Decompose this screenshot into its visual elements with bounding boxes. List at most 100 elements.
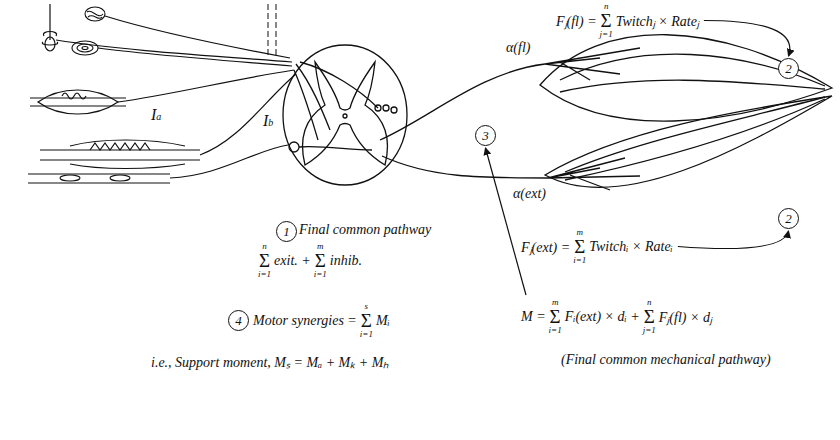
formula: Motor synergies =sΣi=1Mᵢ	[252, 302, 391, 339]
callout-text: 2	[785, 62, 792, 75]
formula: M =mΣi=1Fᵢ(ext) × dᵢ +nΣj=1Fⱼ(fl) × dⱼ	[520, 298, 713, 335]
golgi-tendon-organ	[40, 150, 200, 160]
muscle-fibres	[110, 175, 130, 181]
flexor-muscle	[560, 54, 825, 92]
afferent-fibre	[200, 74, 296, 155]
afferent-fibre	[170, 145, 288, 178]
formula: nΣi=1exit. +mΣi=1inhib.	[256, 242, 363, 279]
formula-text: M =	[520, 309, 547, 325]
afferent-fibre	[118, 70, 294, 102]
summation: mΣi=1	[549, 298, 562, 335]
nerve-label: Ib	[262, 112, 274, 130]
motor-axon	[380, 64, 545, 140]
spinal-cord	[294, 62, 378, 140]
nerve-label: Ia	[150, 106, 162, 124]
sigma-sign: Σ	[259, 251, 270, 270]
formula-text: Fⱼ(fl) × dⱼ	[658, 307, 713, 326]
extensor-muscle	[565, 97, 825, 180]
extensor-muscle	[545, 96, 832, 187]
muscle-spindle	[38, 90, 118, 114]
spinal-cord	[283, 45, 407, 185]
receptor-hair	[42, 4, 57, 51]
formula: Final common pathway	[298, 222, 432, 238]
sigma-sign: Σ	[361, 311, 372, 330]
formula-text: exit. +	[273, 253, 312, 269]
afferent-fibre	[56, 16, 296, 178]
formula: Fⱼ(fl) =nΣj=1Twitchⱼ × Rateⱼ	[555, 2, 700, 39]
receptor-meissner	[87, 11, 103, 18]
sigma-sign: Σ	[550, 307, 561, 326]
leader-arrow	[704, 21, 790, 57]
spinal-cord	[283, 45, 407, 185]
summation: nΣi=1	[258, 242, 271, 279]
formula-text: Mᵢ	[375, 313, 391, 329]
golgi-tendon-organ	[90, 143, 150, 150]
summation: nΣj=1	[643, 298, 656, 335]
lower-limit: j=1	[600, 30, 613, 39]
callout-number: 2	[778, 58, 799, 79]
lower-limit: i=1	[314, 270, 327, 279]
muscle-fibres	[60, 175, 80, 181]
formula-text: α(ext)	[512, 186, 547, 202]
callout-text: 2	[785, 212, 792, 225]
sigma-sign: Σ	[574, 237, 585, 256]
lower-limit: j=1	[643, 326, 656, 335]
callout-number: 4	[228, 310, 249, 331]
formula-text: Final common pathway	[298, 222, 432, 238]
callout-text: 1	[283, 225, 290, 238]
callout-number: 3	[475, 125, 496, 146]
afferent-fibre	[98, 48, 292, 66]
formula-text: Twitchⱼ × Rateⱼ	[615, 11, 700, 30]
motor-axon	[382, 156, 548, 178]
muscle-spindle	[30, 90, 126, 114]
spinal-cord	[391, 107, 397, 113]
upper-limit: m	[317, 242, 324, 251]
lower-limit: i=1	[549, 326, 562, 335]
formula: (Final common mechanical pathway)	[560, 352, 772, 368]
golgi-tendon-organ	[40, 140, 200, 169]
lower-limit: i=1	[360, 330, 373, 339]
leader-arrow	[486, 148, 527, 295]
spinal-cord	[343, 114, 347, 118]
receptor-meissner	[85, 7, 105, 21]
formula: α(ext)	[512, 186, 547, 202]
summation: mΣi=1	[314, 242, 327, 279]
callout-number: 1	[276, 221, 297, 242]
receptor-hair	[45, 37, 55, 51]
dorsal-root-mark	[268, 4, 276, 56]
muscle-fibres	[28, 174, 170, 183]
spinal-cord	[375, 105, 381, 111]
callout-text: 4	[235, 314, 242, 327]
formula-text: Fⱼ(ext) =	[520, 237, 571, 256]
lower-limit: i=1	[258, 270, 271, 279]
callout-text: 3	[482, 129, 489, 142]
upper-limit: n	[604, 2, 609, 11]
motor-axon	[380, 48, 640, 190]
sigma-sign: Σ	[601, 11, 612, 30]
formula: Ia	[150, 106, 162, 124]
formula: i.e., Support moment, Mₛ = Mₐ + Mₖ + Mₕ	[150, 352, 390, 371]
muscle-spindle	[62, 93, 86, 99]
formula-text: Fᵢ(ext) × dᵢ +	[564, 309, 641, 325]
extensor-muscle	[545, 96, 832, 187]
muscle-spindle	[30, 98, 126, 106]
formula: Fⱼ(ext) =mΣi=1Twitchᵢ × Rateᵢ	[520, 228, 674, 265]
receptor-meissner	[85, 7, 105, 21]
receptor-hair	[49, 4, 50, 40]
summation: nΣj=1	[600, 2, 613, 39]
lower-limit: i=1	[573, 256, 586, 265]
formula-text: Fⱼ(fl) =	[555, 11, 598, 30]
afferent-fibre	[56, 40, 292, 62]
flexor-muscle	[540, 35, 832, 121]
spinal-cord	[303, 62, 388, 165]
golgi-tendon-organ	[70, 140, 185, 169]
receptor-hair	[42, 32, 57, 46]
summation: mΣi=1	[573, 228, 586, 265]
upper-limit: m	[552, 298, 559, 307]
formula: Ib	[262, 112, 274, 130]
spinal-cord	[299, 147, 372, 150]
leader-arrow	[678, 231, 789, 249]
receptor-pacinian	[82, 47, 88, 50]
